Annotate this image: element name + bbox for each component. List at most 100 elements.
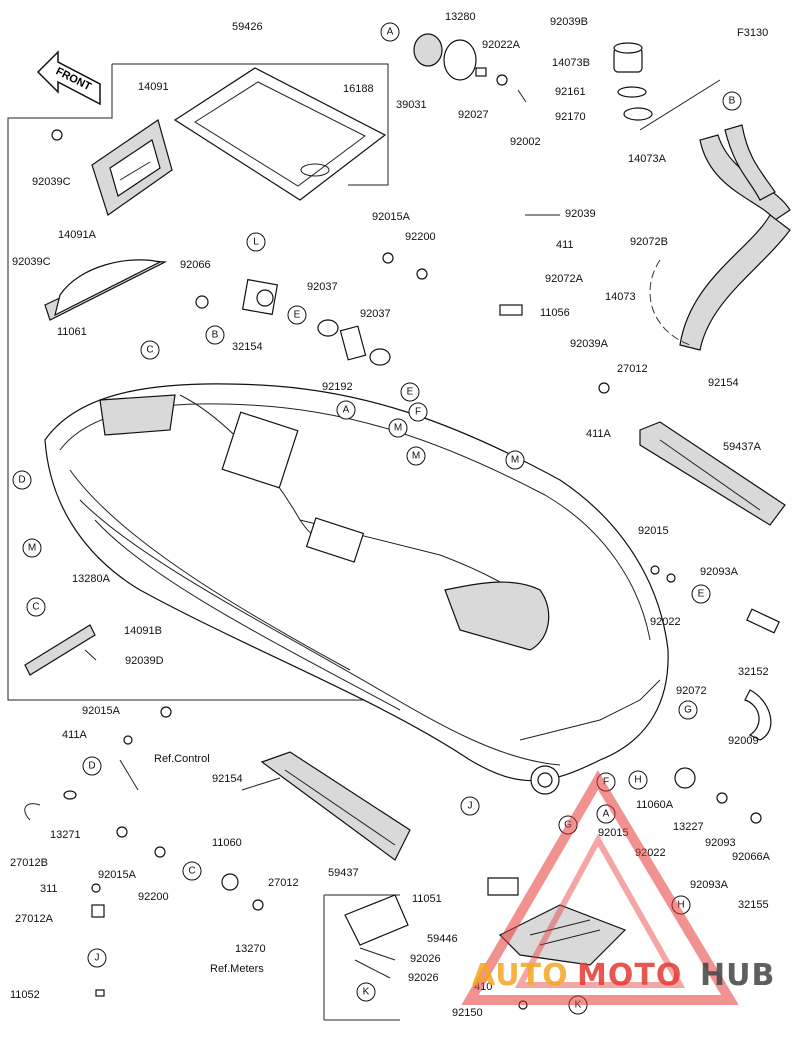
part-label: 11052 <box>10 989 40 1001</box>
part-label: 92072A <box>545 273 584 285</box>
part-label: 92161 <box>555 86 586 98</box>
svg-text:L: L <box>253 237 259 248</box>
callout-marker: M <box>406 446 426 466</box>
part-label: 411A <box>62 729 88 741</box>
svg-text:D: D <box>88 761 95 772</box>
callout-marker: E <box>400 382 420 402</box>
part-label: 13270 <box>235 943 266 955</box>
part-label: 92093 <box>705 837 736 849</box>
part-label: 39031 <box>396 99 427 111</box>
part-label: 11060A <box>636 799 674 811</box>
watermark-auto: AUTO <box>472 958 569 993</box>
svg-text:A: A <box>343 405 350 416</box>
svg-text:J: J <box>468 801 473 812</box>
hose-fitting <box>613 42 653 121</box>
meter-bracket <box>344 894 409 979</box>
callout-marker: D <box>12 470 32 490</box>
svg-text:C: C <box>32 602 39 613</box>
svg-text:G: G <box>684 705 692 716</box>
part-label: 14073 <box>605 291 636 303</box>
frame-left <box>7 64 335 701</box>
svg-text:J: J <box>95 953 100 964</box>
part-label: 32154 <box>232 341 263 353</box>
part-label: 13280 <box>445 11 476 23</box>
ride-plate <box>498 904 627 966</box>
svg-text:B: B <box>729 96 736 107</box>
hatch-lid <box>91 119 173 216</box>
intake-grate-a <box>639 421 786 526</box>
part-label: 92072B <box>630 236 668 248</box>
part-label: 27012A <box>15 913 54 925</box>
part-label: 14073B <box>552 57 590 69</box>
watermark-moto: MOTO <box>577 958 682 993</box>
callout-marker: J <box>460 796 480 816</box>
part-label: 27012B <box>10 857 48 869</box>
part-label: 13280A <box>72 573 111 585</box>
callout-marker: L <box>246 232 266 252</box>
svg-text:A: A <box>387 27 394 38</box>
callout-marker: M <box>22 538 42 558</box>
callout-marker: B <box>722 91 742 111</box>
leader-b <box>639 79 721 131</box>
part-label: 27012 <box>268 877 299 889</box>
callout-marker: J <box>87 948 107 968</box>
svg-text:E: E <box>698 589 705 600</box>
part-label: 311 <box>40 883 58 895</box>
part-label: Ref.Meters <box>210 963 264 975</box>
part-label: 411 <box>556 239 574 251</box>
part-label: 92027 <box>458 109 489 121</box>
part-label: 92039D <box>125 655 164 667</box>
part-label: 32152 <box>738 666 769 678</box>
part-label: 92026 <box>410 953 441 965</box>
part-label: 92093A <box>690 879 729 891</box>
svg-text:E: E <box>294 310 301 321</box>
part-label: 92002 <box>510 136 541 148</box>
callout-marker: K <box>356 982 376 1002</box>
callout-marker: D <box>82 756 102 776</box>
part-label: 32155 <box>738 899 769 911</box>
part-label: 59437A <box>723 441 762 453</box>
part-label: 92072 <box>676 685 707 697</box>
storage-tray <box>173 67 387 201</box>
svg-text:C: C <box>146 345 153 356</box>
part-label: 14091 <box>138 81 169 93</box>
svg-text:M: M <box>28 543 36 554</box>
part-label: 92015A <box>82 705 121 717</box>
part-label: 59426 <box>232 21 263 33</box>
part-label: 92037 <box>307 281 338 293</box>
part-label: 92015A <box>372 211 411 223</box>
part-label: 92039A <box>570 338 609 350</box>
part-label: 92039 <box>565 208 596 220</box>
part-label: 92015 <box>638 525 669 537</box>
callout-marker: C <box>26 597 46 617</box>
svg-text:H: H <box>677 900 684 911</box>
vent-parts <box>413 33 527 103</box>
part-label: 11060 <box>212 837 242 849</box>
part-label: 59446 <box>427 933 458 945</box>
part-label: 11051 <box>412 893 442 905</box>
callout-marker: L <box>343 405 349 416</box>
hull-body <box>44 383 669 795</box>
svg-text:F: F <box>415 407 421 418</box>
part-label: 11061 <box>57 326 87 338</box>
svg-text:F: F <box>603 777 609 788</box>
part-label: 92039C <box>12 256 51 268</box>
part-label: 92150 <box>452 1007 483 1019</box>
svg-text:K: K <box>363 987 370 998</box>
svg-text:D: D <box>18 475 25 486</box>
svg-text:B: B <box>212 330 219 341</box>
hardware-items <box>24 129 780 1010</box>
part-label: 27012 <box>617 363 648 375</box>
part-label: 92037 <box>360 308 391 320</box>
callout-markers: A B C D E L M M M E D M C C J J E A H H … <box>12 22 742 1015</box>
part-label: 92022A <box>482 39 521 51</box>
exhaust-hose <box>649 124 791 351</box>
part-label: 13227 <box>673 821 704 833</box>
callout-marker: C <box>140 340 160 360</box>
figure-code: F3130 <box>737 27 768 39</box>
svg-text:E: E <box>407 387 414 398</box>
part-label: 92022 <box>650 616 681 628</box>
part-label: 92066A <box>732 851 771 863</box>
part-label: Ref.Control <box>154 753 210 765</box>
clamp-and-sleeve <box>195 278 391 366</box>
